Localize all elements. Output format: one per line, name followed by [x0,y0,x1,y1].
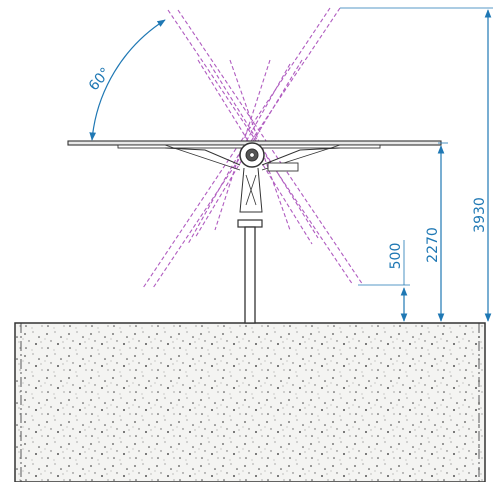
frame-trace-positive [197,59,319,245]
dim-pivot-height-label: 2270 [425,227,441,263]
dimension-pivot-height: 2270 [425,142,448,322]
drive-bracket [267,162,299,172]
dimension-total-height: 3930 [340,7,493,322]
foundation-block [14,322,486,482]
dimension-clearance: 500 [358,240,410,322]
support-mast [244,226,256,324]
angle-label: 60° [86,65,114,94]
mast-flange [237,219,263,228]
left-support-arm [164,147,241,166]
angle-dimension: 60° [86,19,166,141]
frame-trace-negative [187,59,303,245]
tracker-structure [67,140,442,324]
panel-trace-tilt-negative [142,7,341,289]
dim-total-height-label: 3930 [472,197,488,233]
dim-clearance-label: 500 [388,243,404,270]
right-support-arm [261,147,341,166]
